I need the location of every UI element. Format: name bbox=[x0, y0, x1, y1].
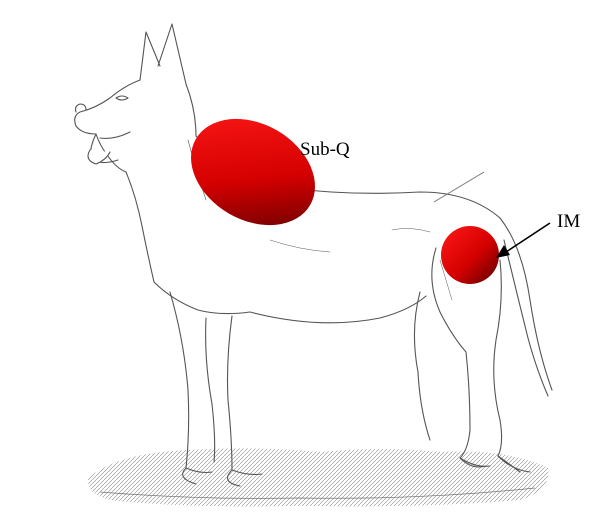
subq-injection-site bbox=[172, 97, 334, 246]
im-injection-site bbox=[441, 226, 499, 284]
skin-line bbox=[434, 172, 484, 202]
subq-label: Sub-Q bbox=[300, 140, 350, 159]
ground-shading bbox=[88, 448, 549, 506]
im-label: IM bbox=[557, 212, 580, 231]
